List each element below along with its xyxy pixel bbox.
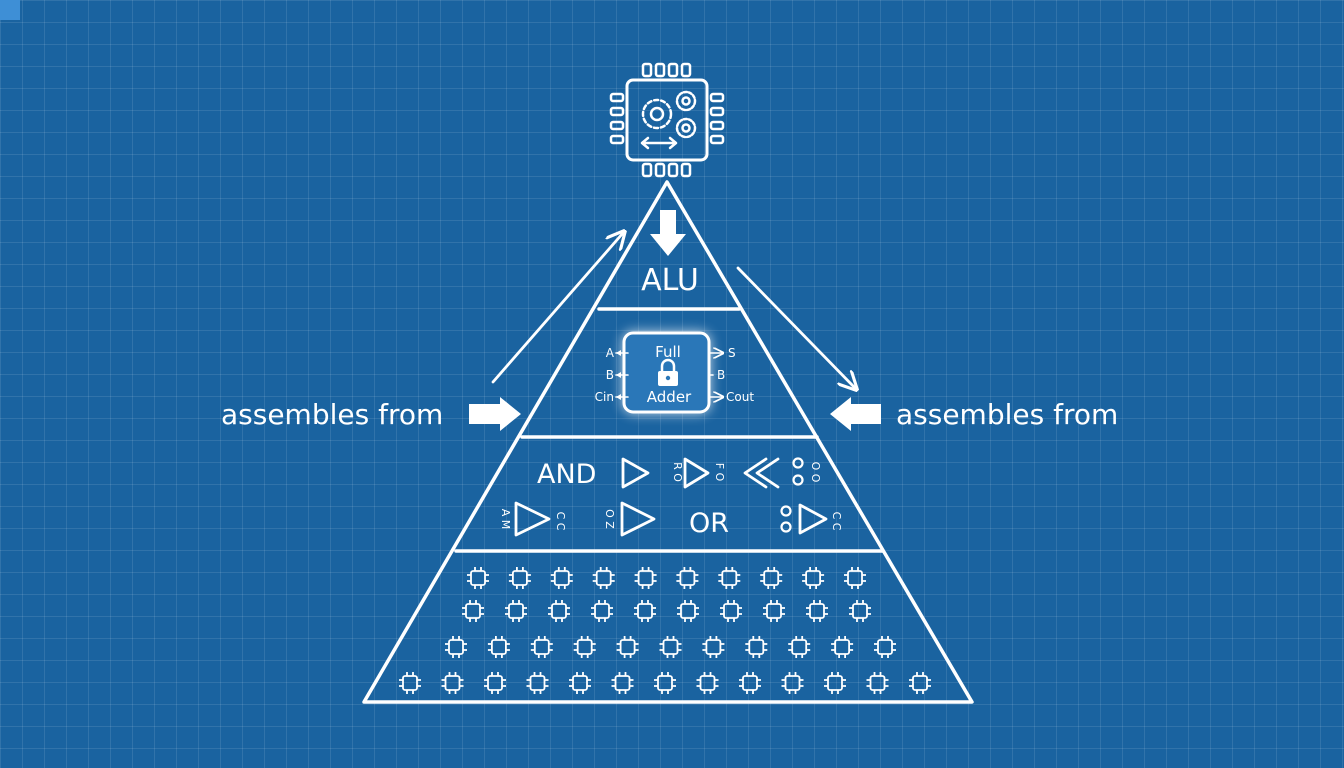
gate-symbol-label: R O xyxy=(671,462,684,482)
gate-symbol-label: O O xyxy=(809,462,822,483)
chip-icon xyxy=(677,600,699,622)
assembly-arrows xyxy=(491,233,855,388)
cpu-gears-icon xyxy=(609,62,725,178)
buffer-gate-icon xyxy=(514,501,551,537)
chip-icon xyxy=(591,600,613,622)
chip-icon xyxy=(866,672,889,694)
chip-icon xyxy=(573,636,596,658)
chip-icon xyxy=(399,672,421,694)
chip-icon xyxy=(739,672,761,694)
chip-icon xyxy=(441,672,464,694)
logic-gates-level: AND OR R O F O O O A M C C O Z C C xyxy=(499,457,843,539)
buffer-gate-icon xyxy=(683,457,710,489)
chip-icon xyxy=(530,636,553,658)
adder-input-cin: Cin xyxy=(595,390,614,404)
chip-icon xyxy=(634,567,657,589)
buffer-gate-icon xyxy=(798,503,828,535)
chip-icon xyxy=(874,636,896,658)
chip-icon xyxy=(763,600,785,622)
chip-icon xyxy=(569,672,591,694)
right-annotation: assembles from xyxy=(896,398,1118,431)
chip-icon xyxy=(909,672,931,694)
adder-output-s: S xyxy=(728,346,736,360)
chip-icon xyxy=(508,567,531,589)
chip-icon xyxy=(831,636,854,658)
chip-icon xyxy=(676,567,699,589)
right-pointing-arrow-icon xyxy=(469,397,521,431)
reverse-gate-icon xyxy=(755,457,780,489)
or-gate-label: OR xyxy=(689,508,729,539)
full-adder-block: Full Adder A B Cin S B Cout xyxy=(595,331,754,414)
chip-icon xyxy=(781,672,804,694)
chip-icon xyxy=(720,600,742,622)
gate-symbol-label: C C xyxy=(830,512,843,531)
chip-icon xyxy=(616,636,639,658)
adder-output-b: B xyxy=(717,368,725,382)
chip-icon xyxy=(462,600,484,622)
chip-icon xyxy=(592,567,615,589)
chip-icon xyxy=(849,600,871,622)
transistor-grid xyxy=(399,567,931,694)
chip-icon xyxy=(659,636,682,658)
chip-icon xyxy=(844,567,866,589)
chip-icon xyxy=(548,600,570,622)
down-assembly-arrow xyxy=(736,266,855,388)
chip-icon xyxy=(824,672,846,694)
buffer-gate-icon xyxy=(620,501,656,537)
chip-icon xyxy=(760,567,783,589)
adder-input-a: A xyxy=(606,346,615,360)
pyramid-outline xyxy=(362,180,974,704)
chip-icon xyxy=(788,636,811,658)
chip-icon xyxy=(467,567,489,589)
chip-icon xyxy=(487,636,510,658)
gate-symbol-label: F O xyxy=(713,463,726,482)
chip-icon xyxy=(445,636,467,658)
chip-icon xyxy=(696,672,719,694)
left-pointing-arrow-icon xyxy=(830,397,881,431)
chip-icon xyxy=(505,600,527,622)
chip-icon xyxy=(806,600,828,622)
chip-icon xyxy=(526,672,549,694)
and-gate-label: AND xyxy=(537,459,596,490)
gate-symbol-label: C C xyxy=(554,512,567,531)
chip-icon xyxy=(718,567,741,589)
chip-icon xyxy=(702,636,725,658)
gate-symbol-label: O Z xyxy=(603,509,616,529)
gate-symbol-label: A M xyxy=(499,509,512,530)
chip-icon xyxy=(611,672,634,694)
chip-icon xyxy=(745,636,768,658)
lock-icon xyxy=(658,358,678,386)
chip-icon xyxy=(550,567,573,589)
chip-icon xyxy=(484,672,506,694)
down-arrow-icon xyxy=(650,210,686,256)
chip-icon xyxy=(654,672,676,694)
left-annotation: assembles from xyxy=(221,398,443,431)
adder-input-b: B xyxy=(606,368,614,382)
full-adder-title-2: Adder xyxy=(647,388,692,406)
alu-label: ALU xyxy=(641,263,699,298)
up-assembly-arrow xyxy=(491,233,623,384)
chip-icon xyxy=(802,567,825,589)
full-adder-title-1: Full xyxy=(655,343,681,361)
corner-mark xyxy=(0,0,20,20)
adder-output-cout: Cout xyxy=(726,390,754,404)
buffer-gate-icon xyxy=(621,457,650,489)
chip-icon xyxy=(634,600,656,622)
reverse-gate-icon xyxy=(743,457,768,489)
